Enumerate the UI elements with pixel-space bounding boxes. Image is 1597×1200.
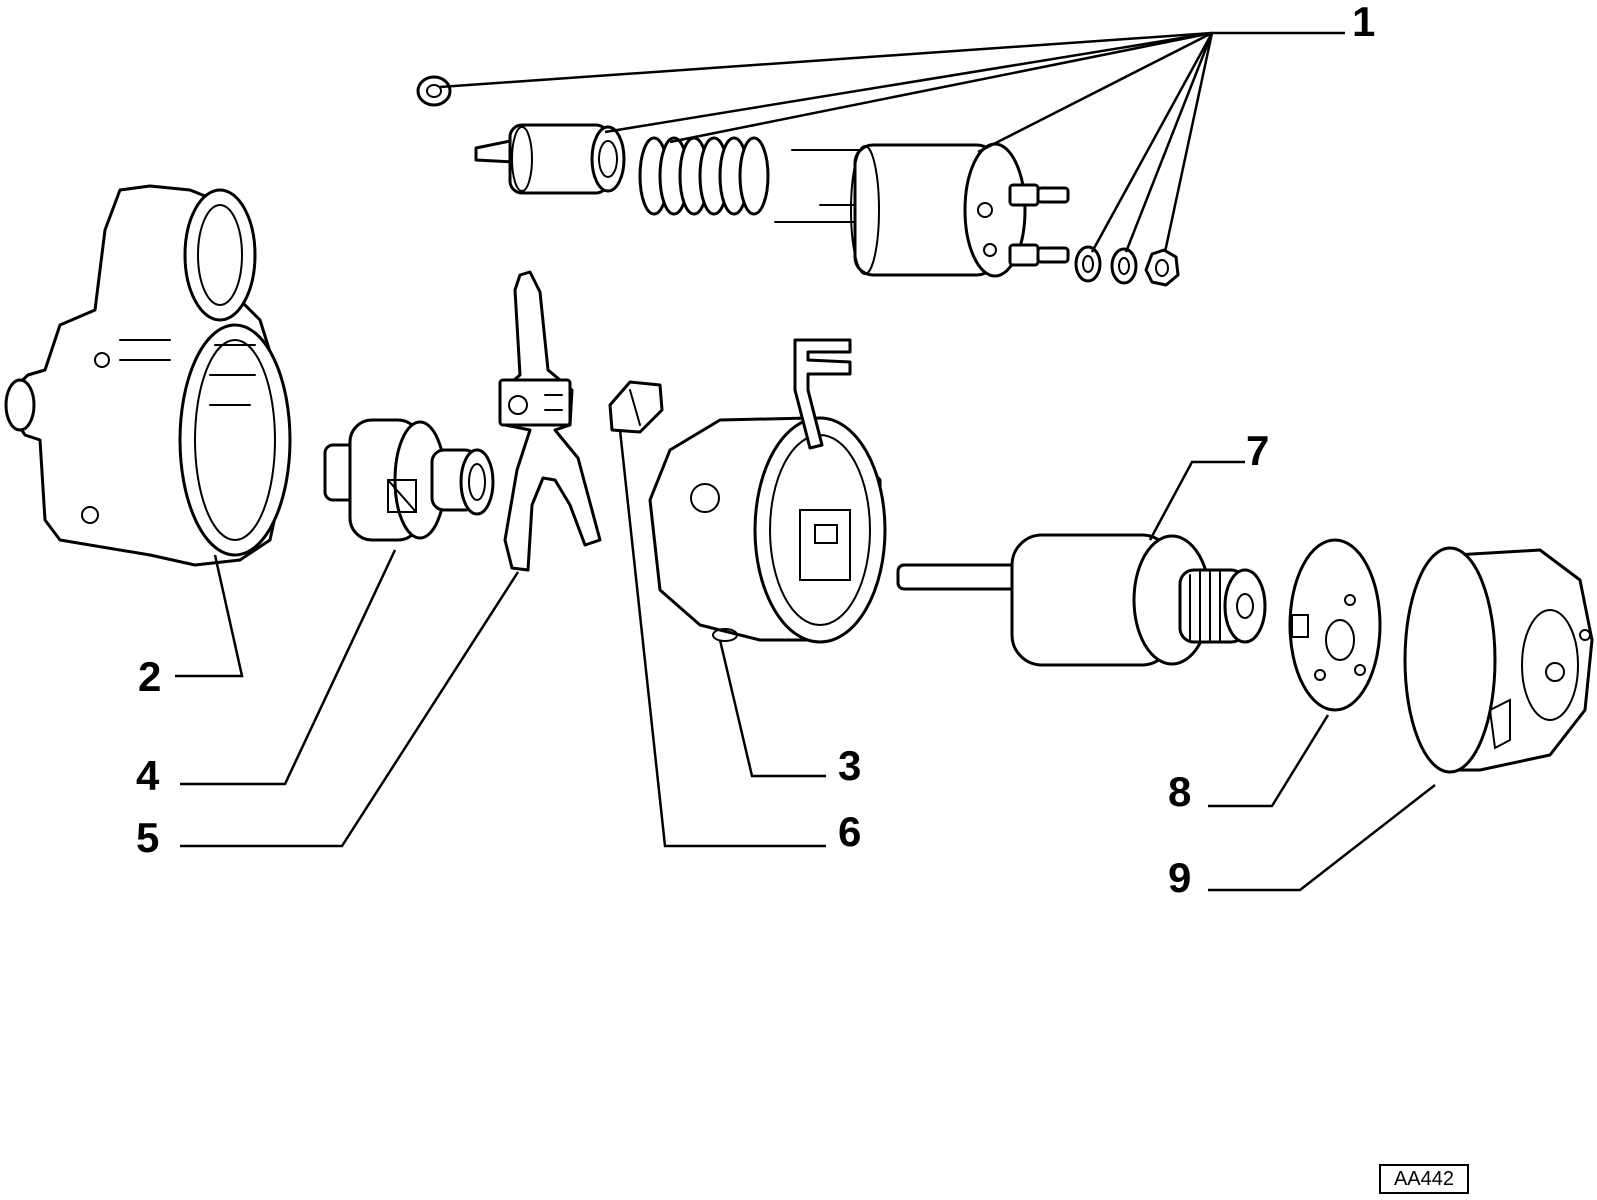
shift-fork	[498, 270, 602, 572]
end-cover	[1403, 546, 1594, 774]
solenoid-nut-small	[416, 75, 452, 107]
solenoid-spring-washer	[1110, 247, 1138, 285]
solenoid-spring	[638, 136, 770, 216]
solenoid-nut	[1144, 248, 1180, 287]
drive-end-housing	[4, 184, 292, 567]
solenoid-washer	[1074, 245, 1102, 283]
leader-lines	[175, 31, 1436, 892]
callout-3: 3	[838, 742, 861, 789]
callout-2: 2	[138, 653, 161, 700]
solenoid-body	[774, 142, 1070, 278]
callout-5: 5	[136, 814, 159, 861]
callout-4: 4	[136, 752, 160, 799]
solenoid-assembly	[416, 75, 1180, 287]
rubber-seal	[608, 380, 664, 434]
drive-pinion-clutch	[323, 418, 495, 542]
reference-code: AA442	[1379, 1164, 1469, 1194]
armature	[896, 533, 1267, 667]
brush-plate	[1288, 538, 1382, 712]
callout-9: 9	[1168, 854, 1191, 901]
callout-6: 6	[838, 808, 861, 855]
callout-1: 1	[1352, 0, 1375, 45]
callout-7: 7	[1246, 427, 1269, 474]
yoke-field-frame	[648, 338, 887, 644]
solenoid-plunger	[474, 123, 626, 195]
callout-8: 8	[1168, 768, 1191, 815]
